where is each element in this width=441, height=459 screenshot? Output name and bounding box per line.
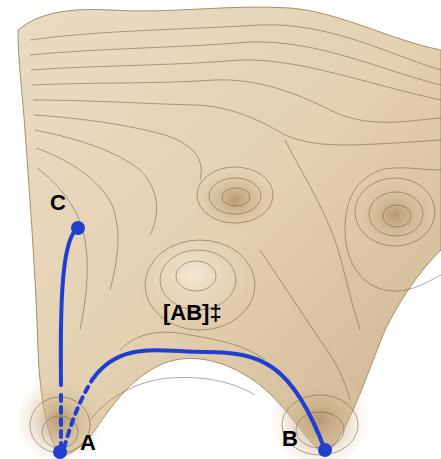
transition-state-label: [AB]‡ [163, 302, 222, 324]
point-label: A [80, 432, 96, 454]
point-label: C [50, 192, 66, 214]
point-label: B [282, 428, 298, 450]
